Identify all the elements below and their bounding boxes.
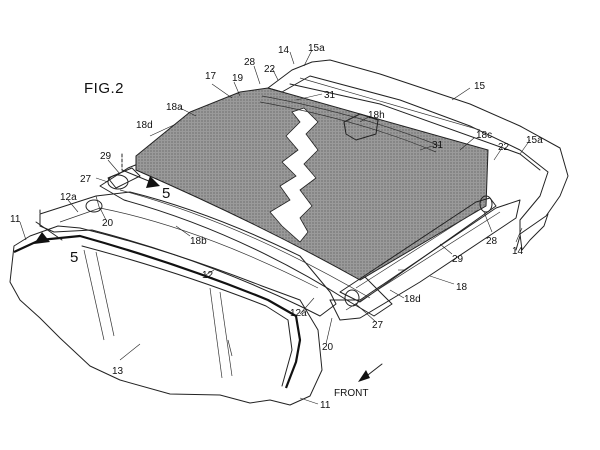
rear-roof-rail (267, 59, 569, 251)
label-22-right: 22 (498, 142, 510, 153)
front-direction-arrow: FRONT (334, 363, 383, 399)
label-29-right: 29 (452, 254, 464, 265)
label-17: 17 (205, 71, 217, 82)
label-31-top: 31 (324, 90, 336, 101)
front-header-rail (39, 191, 337, 317)
leader-lines (19, 49, 531, 405)
section-marker-5-bottom (34, 209, 63, 244)
front-label: FRONT (334, 388, 368, 399)
vehicle-body-outline (9, 225, 323, 406)
label-15a-right: 15a (526, 135, 543, 146)
label-14-top: 14 (278, 45, 290, 56)
label-20-bottom: 20 (322, 342, 334, 353)
label-29-left: 29 (100, 151, 112, 162)
label-12a-left: 12a (60, 192, 77, 203)
label-28-right: 28 (486, 236, 498, 247)
label-5-bottom: 5 (70, 249, 78, 266)
label-20-left: 20 (102, 218, 114, 229)
label-12a-right: 12a (290, 308, 307, 319)
label-15a-top: 15a (308, 43, 325, 54)
label-14-right: 14 (512, 246, 524, 257)
roof-side-rail-right (329, 199, 521, 321)
label-15: 15 (474, 81, 486, 92)
label-13: 13 (112, 366, 124, 377)
label-27-left: 27 (80, 174, 92, 185)
label-11-bottom: 11 (320, 400, 331, 411)
label-22-top: 22 (264, 64, 276, 75)
label-18: 18 (456, 282, 468, 293)
label-18h: 18h (368, 110, 385, 121)
label-18d-left: 18d (136, 120, 153, 131)
label-12: 12 (202, 270, 214, 281)
label-27-bottom: 27 (372, 320, 384, 331)
label-18d-bottom: 18d (404, 294, 421, 305)
label-19: 19 (232, 73, 244, 84)
section-marker-5-top (121, 153, 160, 188)
label-31-right: 31 (432, 140, 444, 151)
guide-rail-31b (259, 101, 437, 153)
bracket-18h (343, 113, 379, 141)
figure-title: FIG.2 (84, 80, 124, 97)
label-18c: 18c (476, 130, 492, 141)
guide-rail-31 (261, 95, 441, 147)
sunshade-screen (135, 87, 489, 281)
label-18b: 18b (190, 236, 207, 247)
label-5-top: 5 (162, 185, 170, 202)
label-28-top: 28 (244, 57, 256, 68)
label-11-left: 11 (10, 214, 21, 225)
label-18a: 18a (166, 102, 183, 113)
